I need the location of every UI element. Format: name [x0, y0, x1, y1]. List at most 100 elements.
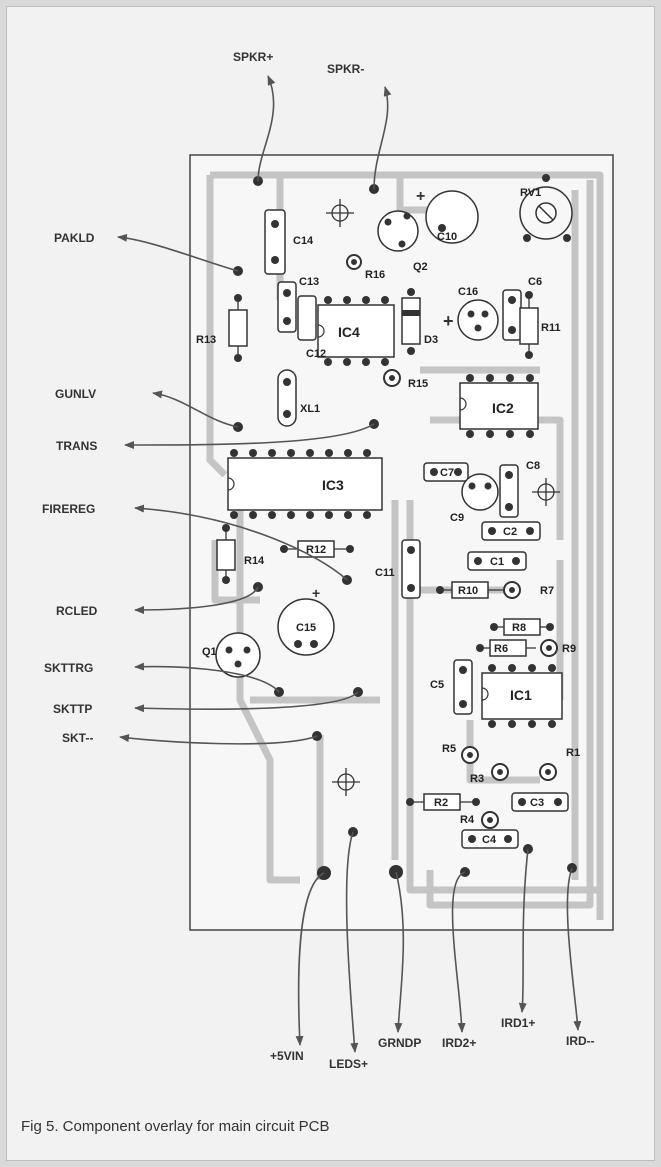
r10-resistor [436, 581, 505, 599]
c15-capacitor: + [277, 585, 335, 656]
label-ird1-plus: IRD1+ [501, 1016, 535, 1030]
svg-text:+: + [312, 585, 320, 601]
label-c8: C8 [526, 460, 540, 472]
label-c16: C16 [458, 286, 478, 298]
c3-capacitor [511, 792, 569, 812]
label-r15: R15 [408, 378, 428, 390]
c2-capacitor [481, 521, 541, 541]
label-rv1: RV1 [520, 187, 541, 199]
r5-resistor [461, 746, 479, 764]
c7-capacitor [423, 462, 469, 482]
label-c13: C13 [299, 276, 319, 288]
c1-capacitor [467, 551, 527, 571]
label-skttp: SKTTP [53, 702, 92, 716]
label-c10: C10 [437, 231, 457, 243]
r15-resistor [383, 369, 401, 387]
label-r9: R9 [562, 643, 576, 655]
label-c2: C2 [503, 526, 517, 538]
svg-text:+: + [416, 188, 425, 205]
c6-capacitor [502, 289, 522, 341]
label-spkr-plus: SPKR+ [233, 50, 273, 64]
c13-capacitor [277, 281, 297, 333]
d3-diode [401, 288, 421, 355]
rv1-potentiometer [519, 174, 573, 242]
label-q2: Q2 [413, 261, 428, 273]
label-r13: R13 [196, 334, 216, 346]
label-r16: R16 [365, 269, 385, 281]
ic4-chip [317, 296, 395, 366]
r7-resistor [503, 581, 521, 599]
r3-resistor [491, 763, 509, 781]
q1-transistor [215, 632, 261, 678]
label-grndp: GRNDP [378, 1036, 421, 1050]
label-r10: R10 [458, 585, 478, 597]
c11-capacitor [401, 539, 421, 599]
label-xl1: XL1 [300, 403, 320, 415]
label-c5: C5 [430, 679, 444, 691]
r2-resistor [406, 793, 480, 811]
label-ic2: IC2 [492, 400, 514, 416]
label-c4: C4 [482, 834, 497, 846]
label-c1: C1 [490, 556, 504, 568]
r13-resistor [228, 294, 248, 362]
q2-transistor [377, 210, 419, 252]
label-c7: C7 [440, 467, 454, 479]
xl1-crystal [277, 369, 297, 427]
label-d3: D3 [424, 334, 438, 346]
label-c14: C14 [293, 235, 314, 247]
label-firereg: FIREREG [42, 502, 95, 516]
figure-caption: Fig 5. Component overlay for main circui… [21, 1118, 330, 1135]
ic3-chip [227, 449, 383, 519]
label-r7: R7 [540, 585, 554, 597]
r8-resistor [490, 618, 554, 636]
svg-text:+: + [443, 311, 454, 331]
label-r1: R1 [566, 747, 580, 759]
label-r4: R4 [460, 814, 475, 826]
r11-resistor [519, 291, 539, 359]
ic2-chip [459, 374, 539, 438]
r16-resistor [346, 254, 362, 270]
label-ic3: IC3 [322, 477, 344, 493]
label-c3: C3 [530, 797, 544, 809]
label-skttrg: SKTTRG [44, 661, 93, 675]
r14-resistor [216, 524, 236, 584]
label-vin: +5VIN [270, 1049, 304, 1063]
label-trans: TRANS [56, 439, 97, 453]
label-ic4: IC4 [338, 324, 360, 340]
label-ird-minus: IRD-- [566, 1034, 595, 1048]
label-rcled: RCLED [56, 604, 98, 618]
label-skt-minus: SKT-- [62, 731, 93, 745]
r4-resistor [481, 811, 499, 829]
mounting-targets [326, 199, 560, 796]
label-spkr-minus: SPKR- [327, 62, 364, 76]
label-gunlv: GUNLV [55, 387, 96, 401]
label-r12: R12 [306, 544, 326, 556]
c12-capacitor [297, 295, 317, 341]
c9-transistor [461, 473, 499, 511]
label-r14: R14 [244, 555, 265, 567]
label-c9: C9 [450, 512, 464, 524]
c10-capacitor: + [416, 188, 479, 244]
component-labels: RV1 C14 C10 Q2 R16 C13 C16 C6 R13 IC4 D3… [196, 187, 580, 846]
c5-capacitor [453, 659, 473, 715]
label-r5: R5 [442, 743, 456, 755]
r6-resistor [476, 639, 536, 657]
label-c15: C15 [296, 622, 316, 634]
label-r11: R11 [541, 322, 561, 334]
c16-capacitor: + [443, 299, 499, 341]
label-r3: R3 [470, 773, 484, 785]
r9-resistor [540, 639, 558, 657]
c14-capacitor [264, 209, 286, 275]
label-leds-plus: LEDS+ [329, 1057, 368, 1071]
c8-capacitor [499, 464, 519, 518]
connection-arrows [117, 75, 582, 1053]
label-c11: C11 [375, 567, 395, 579]
label-ird2-plus: IRD2+ [442, 1036, 476, 1050]
label-ic1: IC1 [510, 687, 532, 703]
label-pakld: PAKLD [54, 231, 95, 245]
ic1-chip [481, 664, 563, 728]
label-c6: C6 [528, 276, 542, 288]
label-r8: R8 [512, 622, 526, 634]
c4-capacitor [461, 829, 519, 849]
